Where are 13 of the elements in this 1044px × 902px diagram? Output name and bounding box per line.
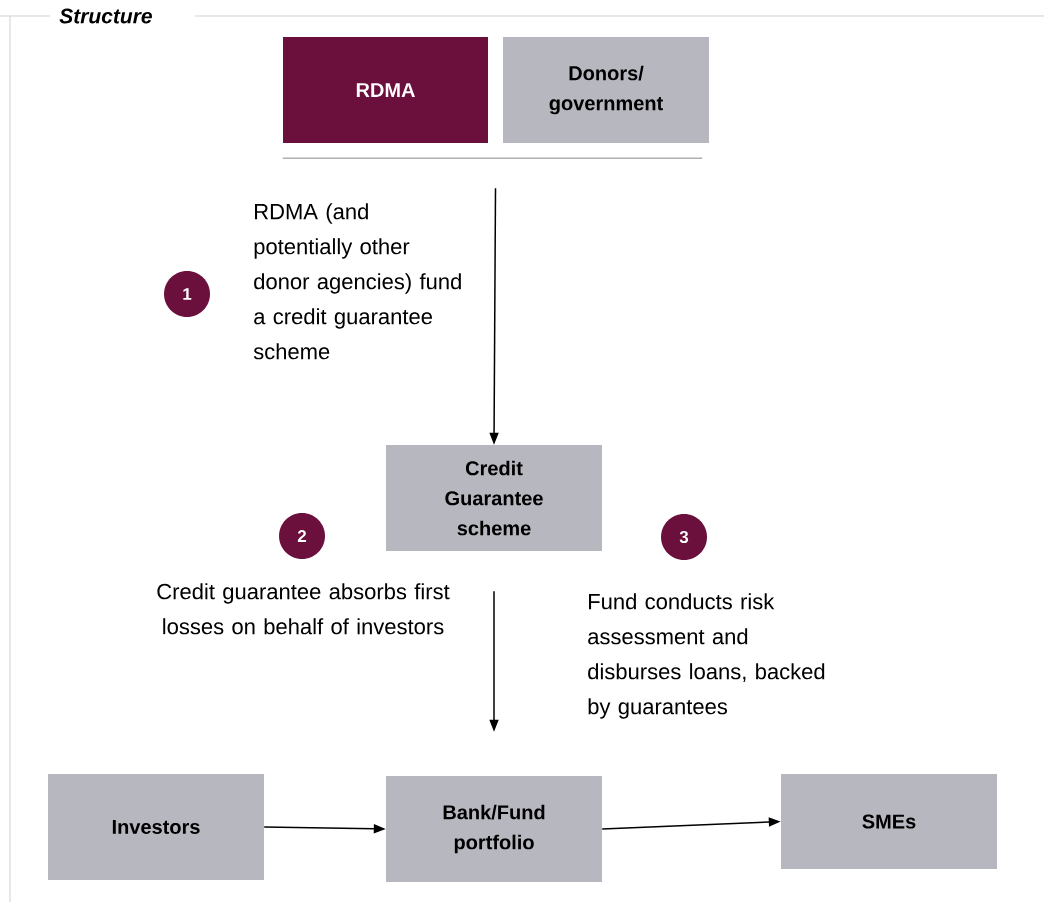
process-box: Investors xyxy=(48,774,264,880)
process-box: Credit Guarantee scheme xyxy=(386,445,602,551)
process-box: RDMA xyxy=(283,37,488,143)
process-box: Bank/Fund portfolio xyxy=(386,776,602,882)
step-description: RDMA (and potentially other donor agencies) fund a credit guarantee scheme xyxy=(253,203,461,360)
section-title: Structure xyxy=(59,8,152,24)
step-number: 3 xyxy=(661,514,707,560)
process-box: SMEs xyxy=(781,774,997,869)
process-box: Donors/ government xyxy=(503,37,709,143)
step-description: Credit guarantee absorbs first losses on behalf of investors xyxy=(157,583,450,635)
step-description: Fund conducts risk assessment and disburses loans, backed by guarantees xyxy=(588,593,825,719)
step-number: 1 xyxy=(164,271,210,317)
step-number: 2 xyxy=(279,513,325,559)
